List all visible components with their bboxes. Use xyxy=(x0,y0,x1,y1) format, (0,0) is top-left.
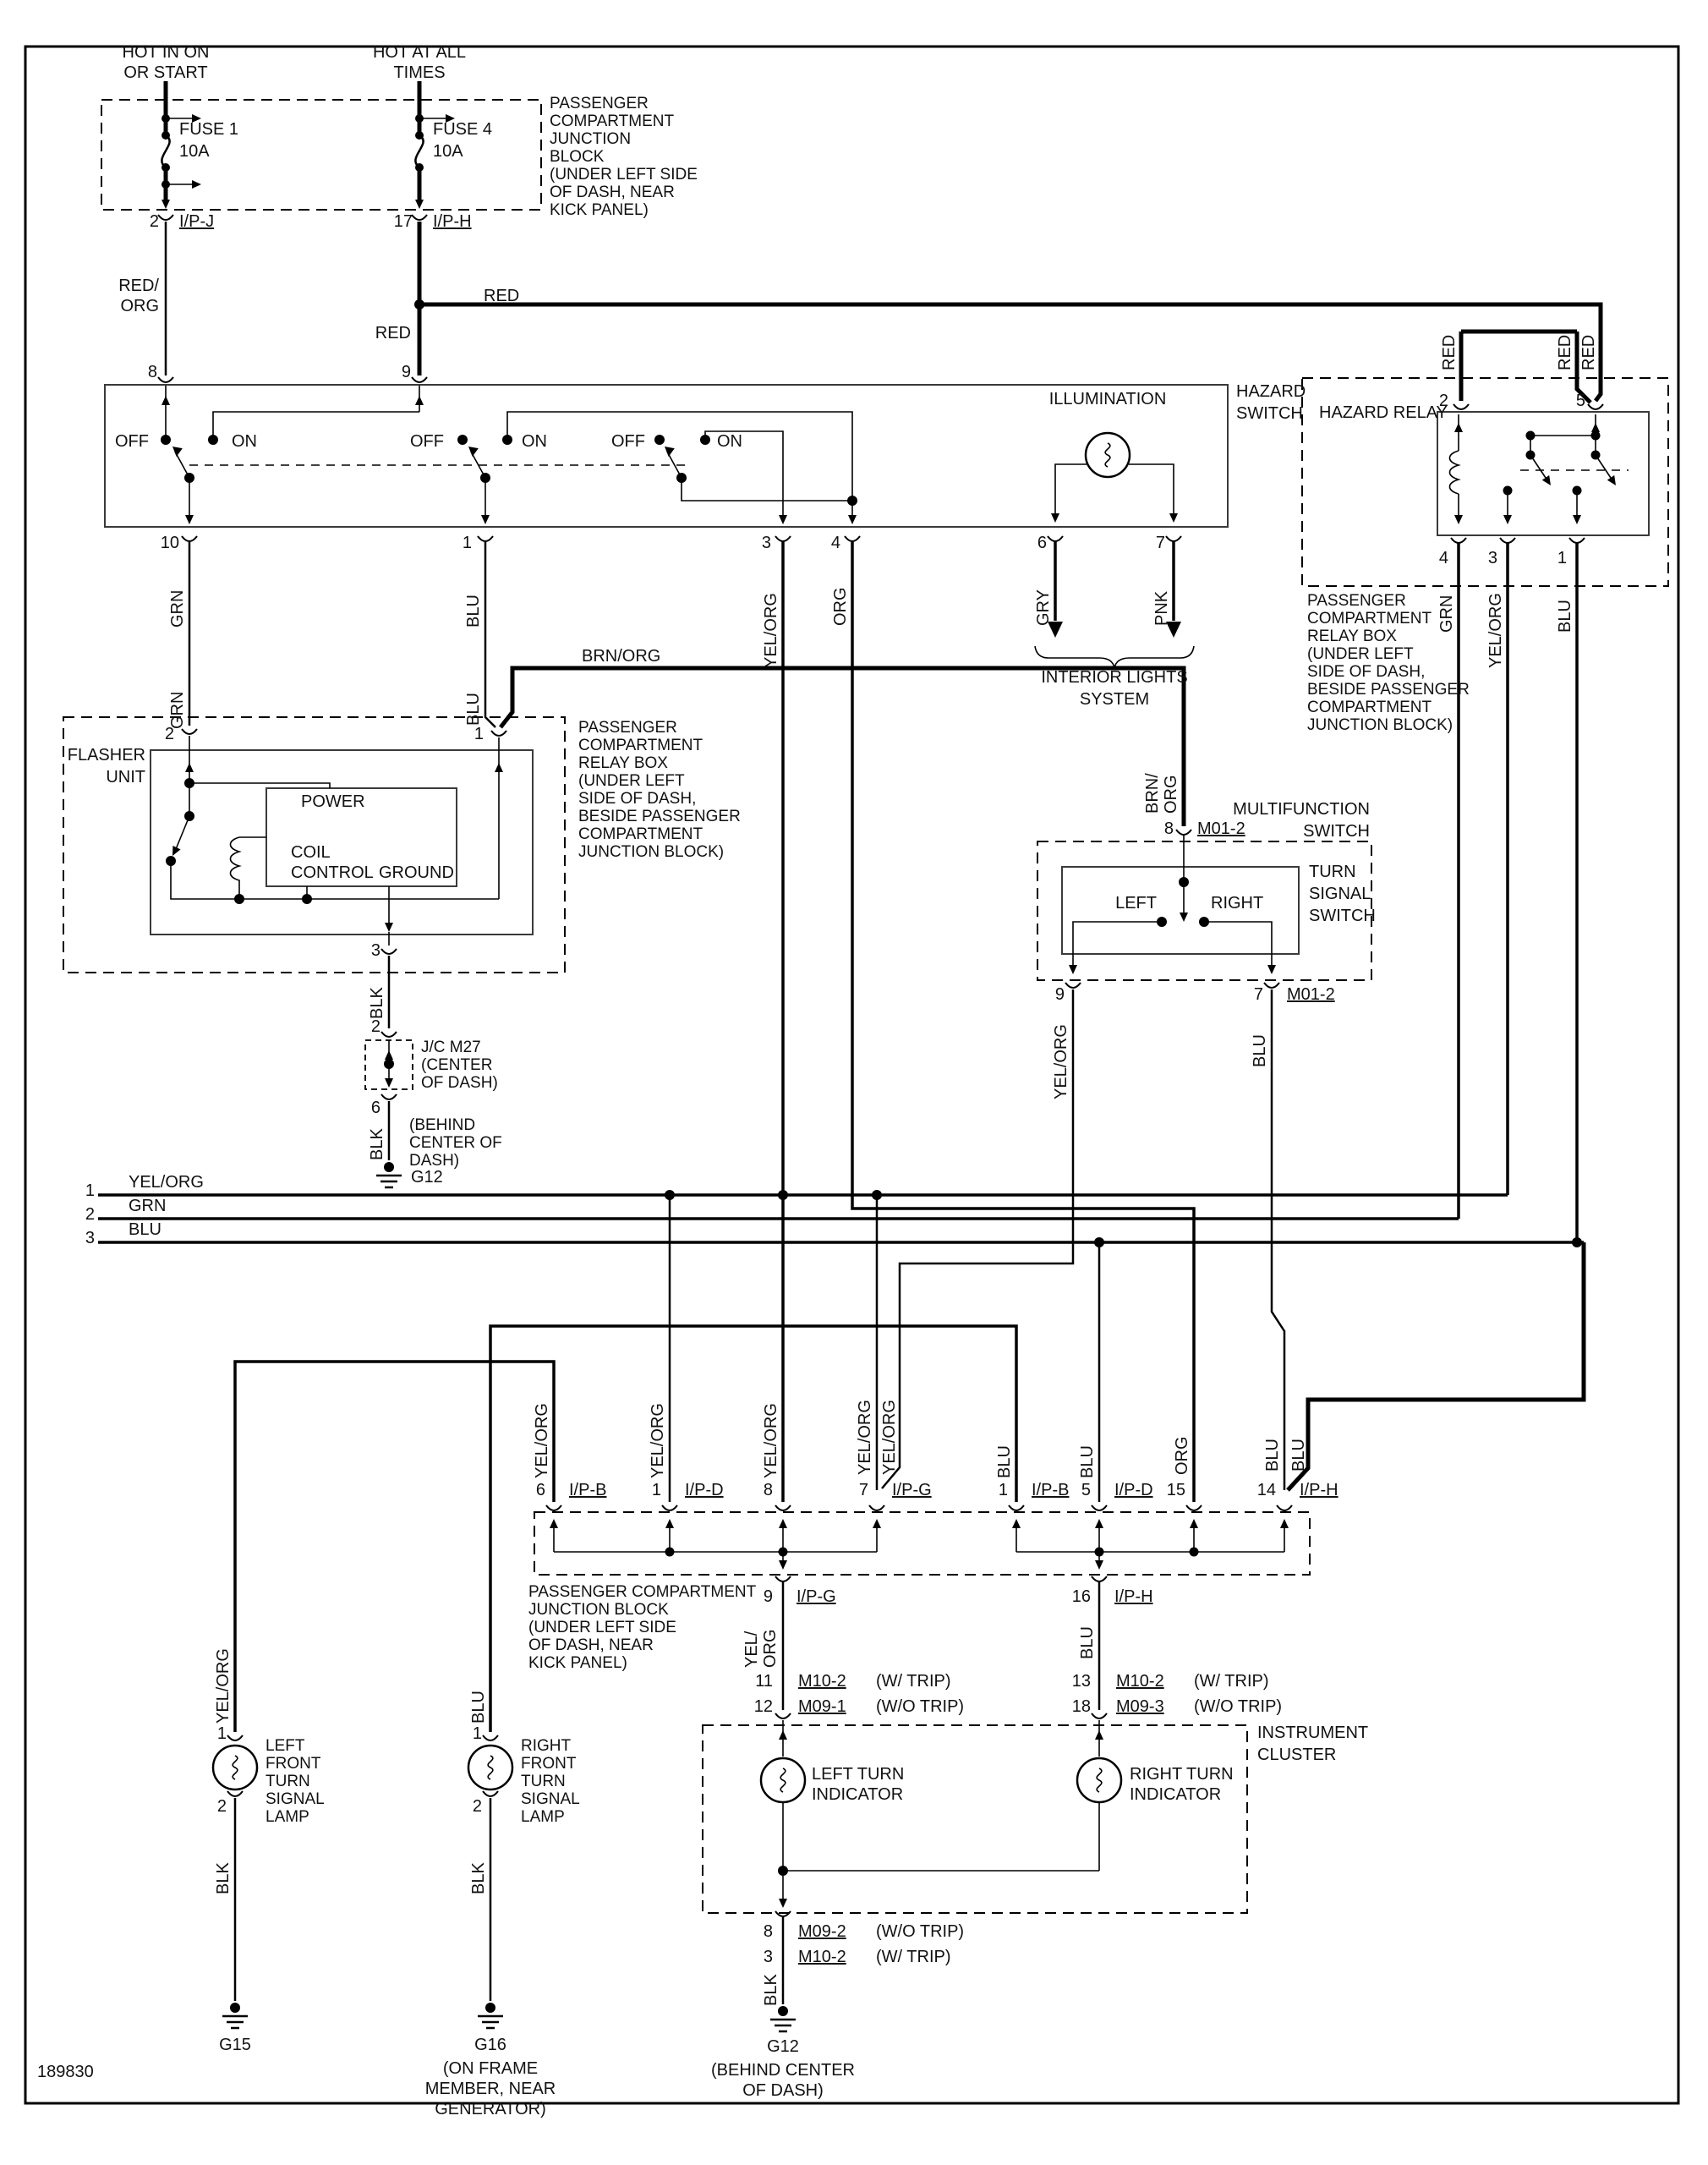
hazard-switch-pins xyxy=(181,535,1195,669)
bus-lines xyxy=(98,1190,1584,1247)
flasher-unit-box xyxy=(150,749,534,935)
turn-signal-switch-box xyxy=(1061,866,1300,955)
instrument-cluster-internals xyxy=(759,1720,1123,1917)
relay-box-outline xyxy=(1301,377,1669,587)
instrument-cluster-box xyxy=(702,1724,1248,1914)
right-front-lamp-bulb-icon xyxy=(467,1744,514,1791)
hazard-output-wires xyxy=(781,541,1196,1502)
illumination-bulb-icon xyxy=(1084,431,1131,479)
dashed-boxes xyxy=(63,99,1669,1914)
blk-ground-chain xyxy=(376,948,402,1189)
turn-signal-drop-wires xyxy=(881,989,1286,1490)
page-border xyxy=(24,45,1680,2105)
relay-drop-wires xyxy=(1457,543,1582,1247)
junction-block-top-box xyxy=(101,99,542,211)
fuse-circuits xyxy=(157,81,455,383)
hazard-relay-internals xyxy=(1448,403,1629,544)
flasher-relay-box-outline xyxy=(63,716,566,973)
left-front-lamp-bulb-icon xyxy=(211,1744,259,1791)
cluster-ground xyxy=(770,1916,796,2033)
brn-org-wire xyxy=(499,666,1192,836)
bus-drop-wires xyxy=(668,1195,1586,1502)
junction-block-row xyxy=(545,1505,1293,1582)
hazard-switch-box xyxy=(104,384,1229,528)
front-lamps xyxy=(211,1735,514,2030)
red-bus xyxy=(419,302,1603,404)
cluster-feed-wires xyxy=(775,1581,1108,1719)
junction-block-strip-box xyxy=(534,1511,1311,1576)
flasher-inner-box xyxy=(266,787,457,887)
flasher-internals xyxy=(166,736,503,945)
multifunction-switch-box xyxy=(1037,841,1372,981)
hazard-relay-box xyxy=(1437,411,1650,536)
turn-signal-switch-internals xyxy=(1065,835,1280,989)
lamp-feed-wires xyxy=(233,1324,1018,1732)
flasher-feed-wires xyxy=(181,541,507,737)
hazard-switch-internals xyxy=(161,386,1178,524)
